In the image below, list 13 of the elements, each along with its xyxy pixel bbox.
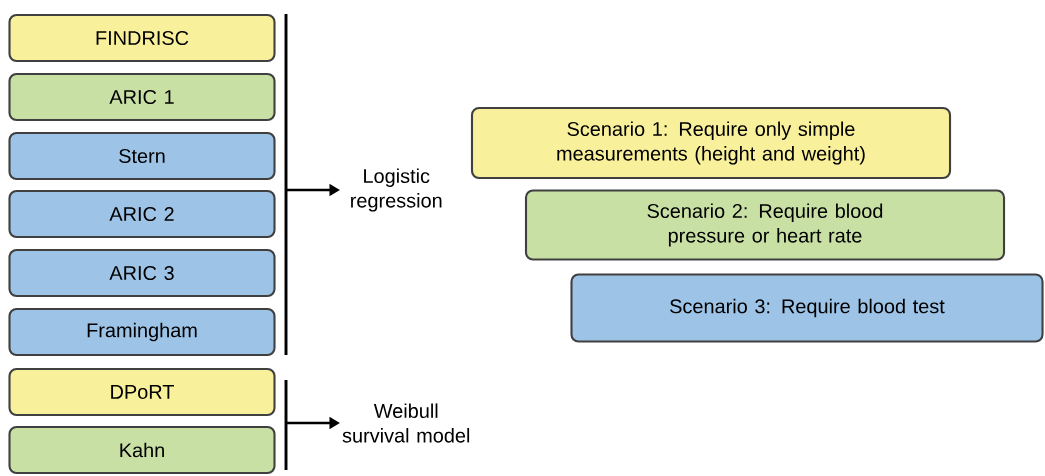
model-box: ARIC 1 <box>8 72 276 122</box>
label-text: Weibull survival model <box>342 403 470 443</box>
model-box: Framingham <box>8 307 276 357</box>
scenario-box: Scenario 3: Require blood test <box>570 273 1044 343</box>
model-box: ARIC 3 <box>8 248 276 298</box>
model-box: FINDRISC <box>8 13 276 63</box>
model-box: ARIC 2 <box>8 189 276 239</box>
scenario-box: Scenario 1: Require only simple measurements (height and weight) <box>470 106 952 180</box>
model-box: DPoRT <box>8 367 276 417</box>
model-box: Stern <box>8 131 276 181</box>
scenario-box: Scenario 2: Require blood pressure or heart rate <box>524 189 1006 261</box>
model-box: Kahn <box>8 425 276 475</box>
label-text: Logistic regression <box>351 168 442 212</box>
